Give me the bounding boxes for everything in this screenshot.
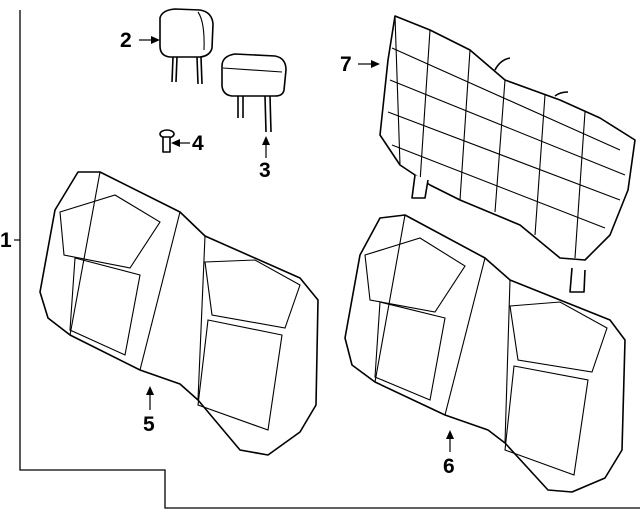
part-clip-4 (159, 129, 175, 153)
callout-7: 7 (340, 53, 352, 76)
part-headrest-3 (221, 53, 287, 133)
leader-5 (146, 386, 154, 410)
leader-7 (358, 60, 380, 68)
part-back-panel-7 (379, 15, 636, 293)
part-seat-back-6 (344, 214, 626, 493)
callout-1: 1 (0, 229, 12, 252)
leader-4 (171, 139, 190, 147)
callout-4: 4 (192, 132, 204, 155)
leader-2 (139, 36, 160, 44)
assembly-frame (14, 10, 640, 509)
callout-3: 3 (259, 159, 271, 182)
part-seat-back-5 (39, 171, 319, 456)
part-headrest-2 (159, 8, 214, 85)
leader-3 (262, 136, 270, 158)
callout-6: 6 (443, 455, 455, 478)
callout-2: 2 (120, 29, 132, 52)
callout-5: 5 (143, 413, 155, 436)
leader-6 (446, 430, 454, 452)
